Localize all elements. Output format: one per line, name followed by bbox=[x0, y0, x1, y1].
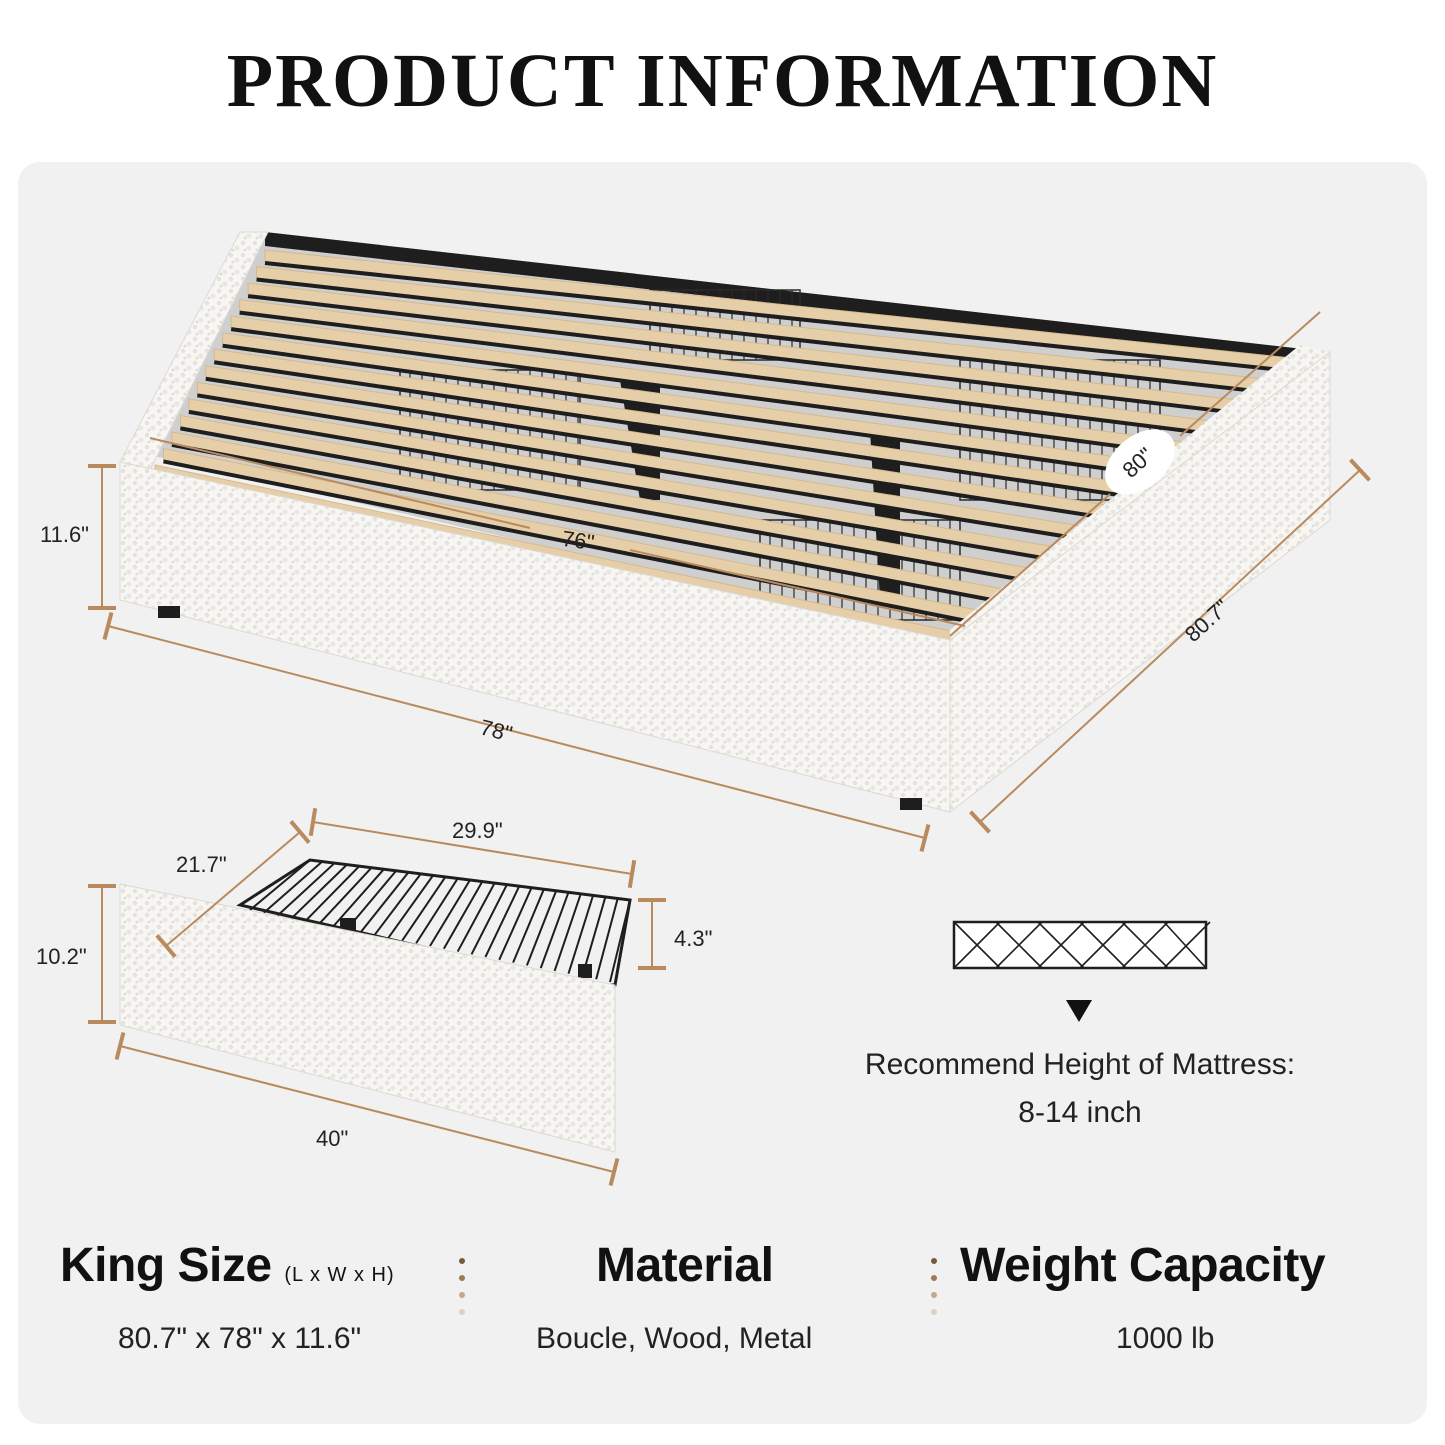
page-title: PRODUCT INFORMATION bbox=[226, 39, 1219, 123]
basket-width-label: 29.9" bbox=[452, 818, 503, 843]
drawer-image bbox=[119, 858, 632, 1153]
mattress-quilted-icon bbox=[952, 920, 1211, 970]
bed-height-label: 11.6" bbox=[40, 522, 89, 547]
size-heading-sub: (L x W x H) bbox=[284, 1264, 395, 1286]
bed-length-inner-label: 76" bbox=[560, 525, 596, 556]
size-heading: King Size (L x W x H) bbox=[60, 1238, 395, 1293]
divider-dots bbox=[457, 1258, 467, 1326]
mattress-note-line2: 8-14 inch bbox=[1018, 1096, 1142, 1129]
mattress-note-line1: Recommend Height of Mattress: bbox=[864, 1048, 1296, 1081]
basket-depth-label: 21.7" bbox=[176, 852, 227, 877]
drawer-front-height-label: 10.2" bbox=[36, 944, 87, 969]
drawer-front-width-label: 40" bbox=[316, 1126, 349, 1151]
dimension-lines bbox=[88, 311, 1371, 1187]
weight-value: 1000 lb bbox=[1116, 1322, 1215, 1355]
material-heading: Material bbox=[596, 1239, 774, 1292]
size-heading-text: King Size bbox=[60, 1239, 272, 1292]
weight-heading: Weight Capacity bbox=[960, 1239, 1326, 1292]
material-value: Boucle, Wood, Metal bbox=[536, 1322, 813, 1355]
triangle-down-icon bbox=[1066, 1000, 1092, 1022]
size-value: 80.7" x 78" x 11.6" bbox=[118, 1322, 362, 1355]
basket-height-label: 4.3" bbox=[674, 926, 713, 951]
bed-frame-image bbox=[119, 231, 1331, 814]
divider-dots bbox=[929, 1258, 939, 1326]
